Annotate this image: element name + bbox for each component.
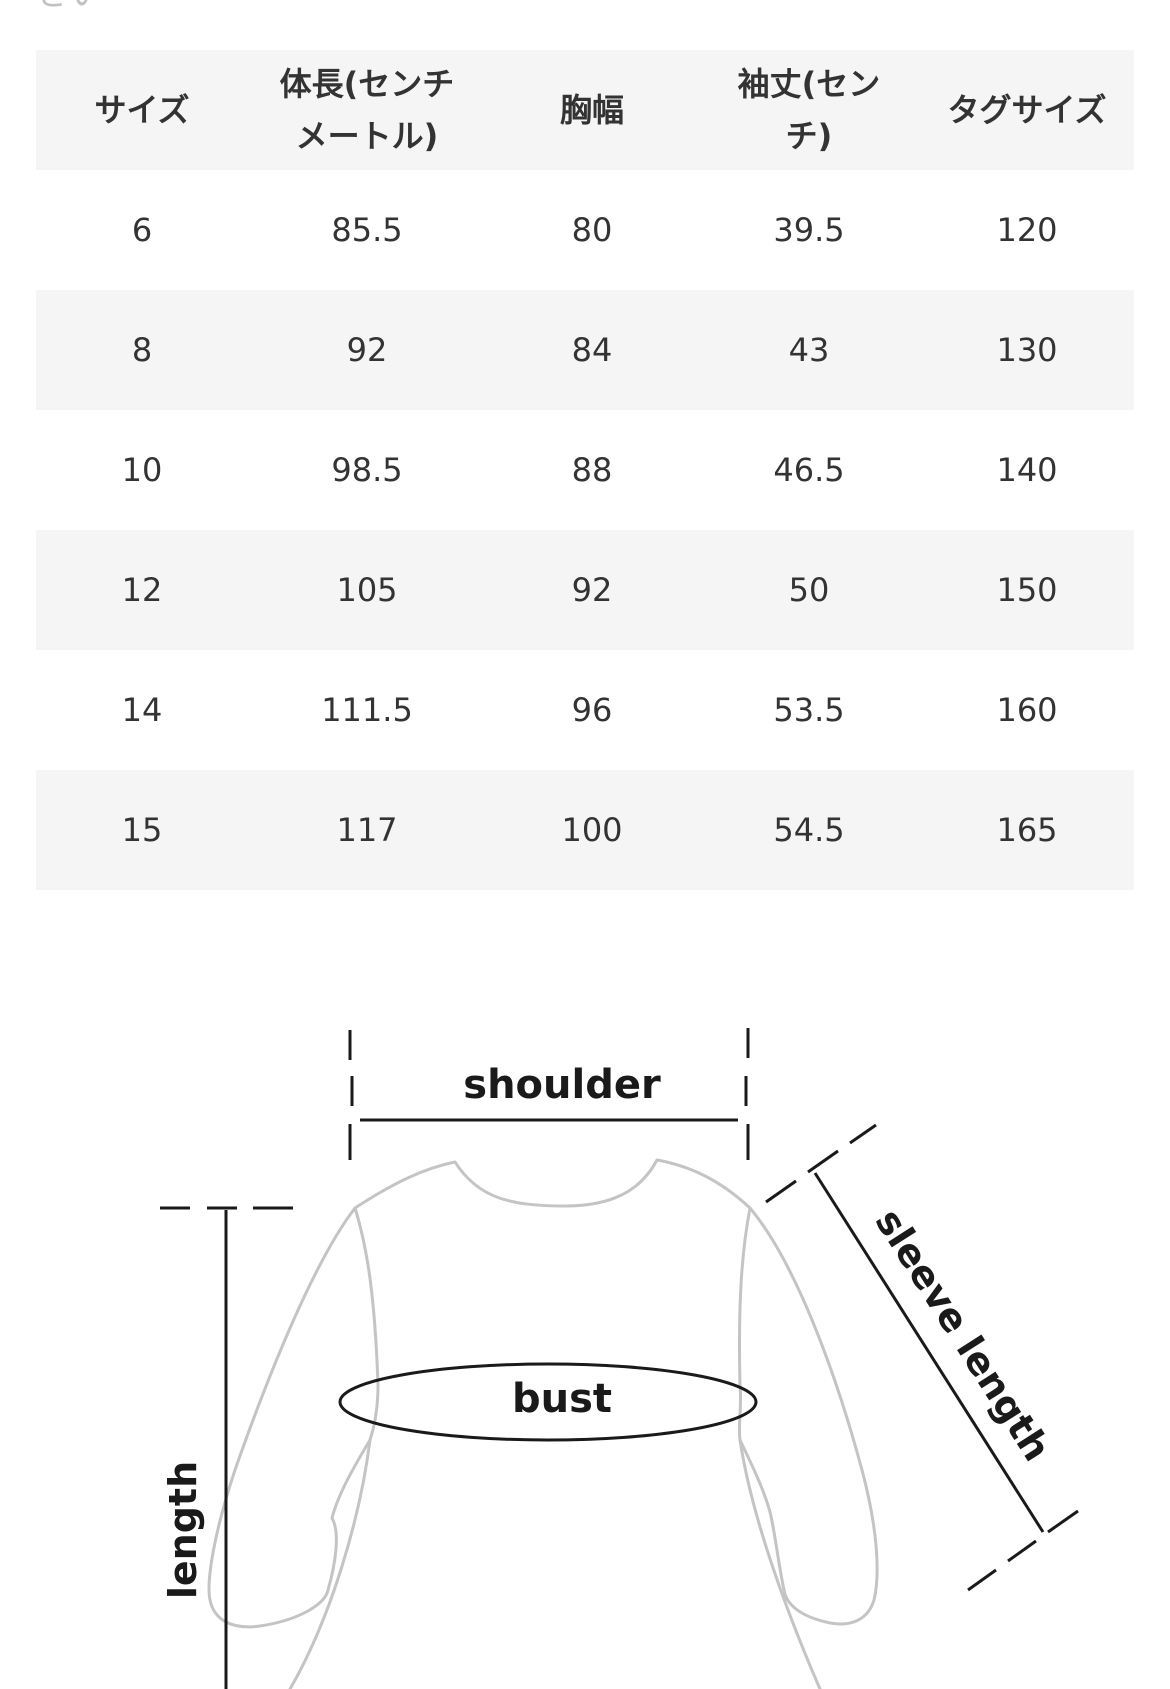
cell-body-length: 117 [336,811,398,849]
length-label: length [161,1461,205,1599]
cell-chest-width: 88 [571,451,613,489]
cell-body-length: 92 [346,331,388,369]
sleeve-length-measure [765,1123,1079,1592]
cell-sleeve-length: 43 [788,331,830,369]
cell-chest-width: 92 [571,571,613,609]
sleeve-length-label: sleeve length [867,1201,1060,1469]
size-table: サイズ 体長(センチメートル) 胸幅 袖丈(センチ) タグサイズ 6 85.5 … [36,50,1134,890]
cell-size: 15 [121,811,163,849]
cell-sleeve-length: 46.5 [773,451,845,489]
header-chest-width: 胸幅 [559,91,624,129]
cell-chest-width: 96 [571,691,613,729]
cell-size: 8 [131,331,153,369]
cell-sleeve-length: 50 [788,571,830,609]
header-body-length: 体長(センチメートル) [279,65,455,155]
table-row: 15 117 100 54.5 165 [36,770,1134,890]
bust-label: bust [512,1376,612,1422]
cell-size: 10 [121,451,163,489]
cell-body-length: 98.5 [331,451,403,489]
bust-measure [338,1362,758,1442]
cell-tag-size: 165 [996,811,1058,849]
table-header-row: サイズ 体長(センチメートル) 胸幅 袖丈(センチ) タグサイズ [36,50,1134,170]
cell-sleeve-length: 54.5 [773,811,845,849]
cell-tag-size: 150 [996,571,1058,609]
length-measure [160,1206,293,1689]
cell-body-length: 111.5 [321,691,413,729]
measurement-diagram: shoulder bust length sleeve length [160,1028,1079,1689]
header-size: サイズ [94,91,190,129]
header-sleeve-length: 袖丈(センチ) [737,65,881,155]
cell-size: 6 [131,211,153,249]
cut-off-text: さい [36,0,104,14]
cell-chest-width: 80 [571,211,613,249]
cell-chest-width: 100 [561,811,623,849]
table-row: 8 92 84 43 130 [36,290,1134,410]
cell-size: 12 [121,571,163,609]
cell-body-length: 105 [336,571,398,609]
shoulder-measure [348,1028,750,1160]
cell-tag-size: 140 [996,451,1058,489]
cell-tag-size: 130 [996,331,1058,369]
table-row: 10 98.5 88 46.5 140 [36,410,1134,530]
cell-tag-size: 160 [996,691,1058,729]
table-row: 14 111.5 96 53.5 160 [36,650,1134,770]
cell-size: 14 [121,691,163,729]
header-tag-size: タグサイズ [947,91,1107,129]
cell-chest-width: 84 [571,331,613,369]
cell-tag-size: 120 [996,211,1058,249]
table-row: 6 85.5 80 39.5 120 [36,170,1134,290]
table-row: 12 105 92 50 150 [36,530,1134,650]
cell-sleeve-length: 39.5 [773,211,845,249]
cell-body-length: 85.5 [331,211,403,249]
cell-sleeve-length: 53.5 [773,691,845,729]
garment-outline [207,1158,879,1689]
shoulder-label: shoulder [463,1062,661,1108]
